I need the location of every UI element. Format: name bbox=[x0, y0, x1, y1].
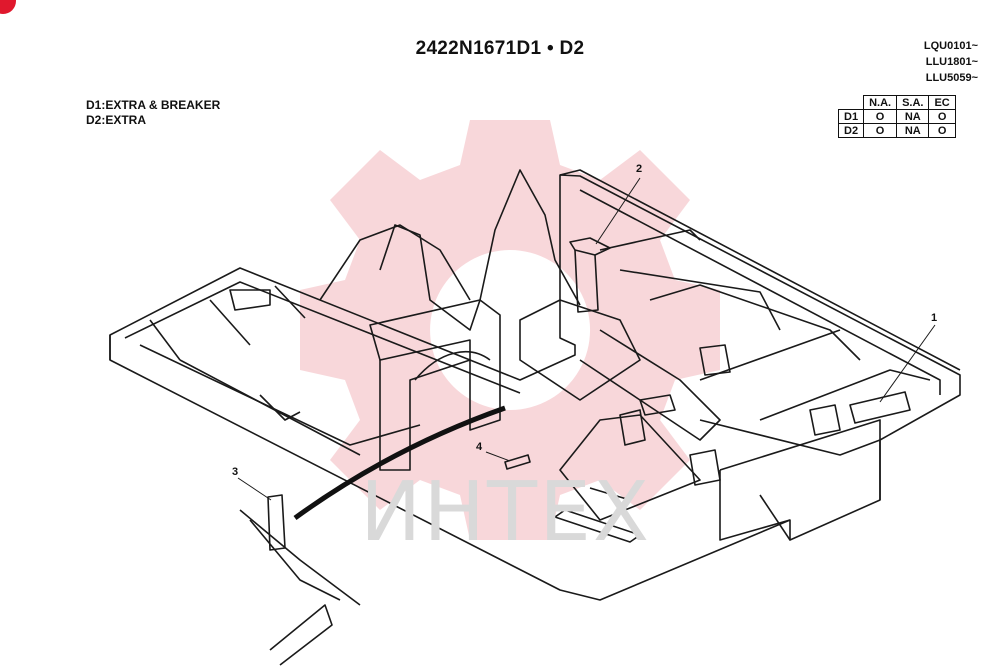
serial-range: LQU0101~ LLU1801~ LLU5059~ bbox=[924, 38, 978, 86]
hose-line bbox=[293, 405, 506, 521]
row-label: D2 bbox=[837, 123, 865, 138]
watermark-gear-icon bbox=[300, 120, 720, 540]
table-cell: NA bbox=[896, 109, 930, 124]
option-notes: D1:EXTRA & BREAKER D2:EXTRA bbox=[86, 98, 220, 128]
table-cell: NA bbox=[896, 123, 930, 138]
table-cell: O bbox=[928, 123, 956, 138]
diagram-title: 2422N1671D1 • D2 bbox=[415, 38, 585, 59]
callout-2: 2 bbox=[636, 163, 643, 175]
note-d2: D2:EXTRA bbox=[86, 113, 147, 127]
serial-line: LQU0101~ bbox=[923, 40, 978, 52]
frame-linework bbox=[109, 169, 961, 666]
table-row: D1 O NA O bbox=[837, 109, 956, 124]
table-row: D2 O NA O bbox=[837, 123, 956, 138]
leader-lines bbox=[237, 177, 936, 501]
watermark-text: ИНТЕХ bbox=[360, 465, 652, 560]
note-d1: D1:EXTRA & BREAKER bbox=[86, 98, 221, 112]
serial-line: LLU1801~ bbox=[925, 56, 978, 68]
applicability-table: N.A. S.A. EC D1 O NA O D2 O NA O bbox=[837, 95, 956, 138]
callout-1: 1 bbox=[931, 312, 938, 324]
callout-3: 3 bbox=[232, 466, 239, 478]
callout-4: 4 bbox=[476, 441, 483, 453]
column-header: S.A. bbox=[896, 95, 930, 110]
serial-line: LLU5059~ bbox=[925, 72, 978, 84]
